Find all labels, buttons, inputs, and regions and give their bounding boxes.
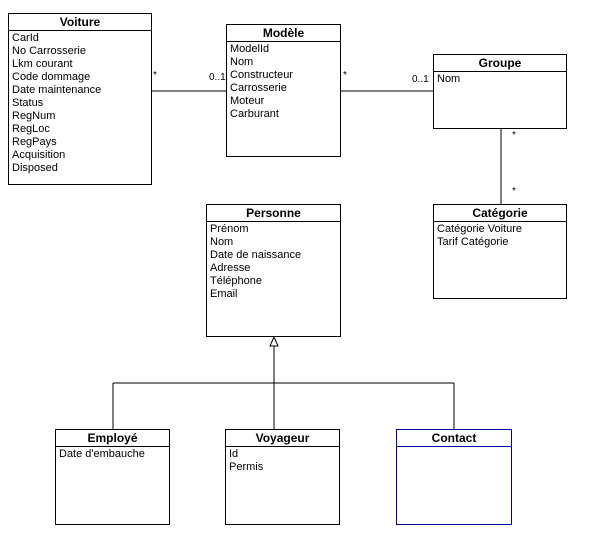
class-voiture-title: Voiture: [59, 15, 101, 29]
class-attribute: Date de naissance: [210, 249, 302, 261]
class-attribute: RegLoc: [12, 123, 50, 135]
class-employe-attributes: Date d'embauche: [56, 448, 169, 461]
class-attribute: RegPays: [12, 136, 57, 148]
class-groupe-attributes: Nom: [434, 73, 566, 86]
class-employe-title: Employé: [87, 431, 138, 445]
class-attribute: Permis: [229, 461, 264, 473]
class-categorie-separator: [434, 221, 566, 222]
class-attribute: Carburant: [230, 108, 279, 120]
class-groupe-separator: [434, 71, 566, 72]
generalization-arrowhead: [269, 335, 279, 347]
class-modele-title: Modèle: [262, 26, 305, 40]
class-attribute: Id: [229, 448, 239, 460]
multiplicity-groupe-categorie-bottom: *: [512, 186, 516, 197]
class-attribute: Catégorie Voiture: [437, 223, 522, 235]
multiplicity-modele-groupe-source: *: [343, 70, 347, 81]
class-employe[interactable]: Employé Date d'embauche: [55, 429, 170, 525]
class-attribute: Nom: [210, 236, 234, 248]
class-categorie-title: Catégorie: [472, 206, 528, 220]
class-attribute: Prénom: [210, 223, 249, 235]
class-attribute: RegNum: [12, 110, 56, 122]
class-attribute: Acquisition: [12, 149, 66, 161]
class-attribute: Email: [210, 288, 238, 300]
class-contact-separator: [397, 446, 511, 447]
class-attribute: Nom: [230, 56, 254, 68]
class-attribute: ModelId: [230, 43, 270, 55]
class-attribute: CarId: [12, 32, 39, 44]
class-voiture-separator: [9, 30, 151, 31]
multiplicity-voiture-end: *: [153, 70, 157, 81]
class-attribute: Code dommage: [12, 71, 91, 83]
class-attribute: Adresse: [210, 262, 251, 274]
multiplicity-groupe-end: 0..1: [412, 74, 429, 85]
class-attribute: Constructeur: [230, 69, 293, 81]
class-personne-title: Personne: [246, 206, 301, 220]
class-attribute: Status: [12, 97, 44, 109]
class-attribute: Date d'embauche: [59, 448, 145, 460]
class-attribute: Lkm courant: [12, 58, 73, 70]
class-modele-separator: [227, 41, 340, 42]
class-voyageur-title: Voyageur: [255, 431, 310, 445]
class-attribute: Nom: [437, 73, 461, 85]
class-attribute: Tarif Catégorie: [437, 236, 509, 248]
class-contact-title: Contact: [431, 431, 477, 445]
class-attribute: Disposed: [12, 162, 58, 174]
multiplicity-groupe-categorie-top: *: [512, 130, 516, 141]
multiplicity-modele-end: 0..1: [209, 72, 226, 83]
class-employe-separator: [56, 446, 169, 447]
class-attribute: Date maintenance: [12, 84, 102, 96]
class-contact[interactable]: Contact: [396, 429, 512, 525]
class-attribute: Carrosserie: [230, 82, 287, 94]
class-groupe[interactable]: Groupe Nom: [433, 54, 567, 129]
class-attribute: Moteur: [230, 95, 265, 107]
class-voyageur-separator: [226, 446, 339, 447]
class-groupe-title: Groupe: [478, 56, 522, 70]
class-attribute: No Carrosserie: [12, 45, 86, 57]
class-attribute: Téléphone: [210, 275, 262, 287]
class-personne-separator: [207, 221, 340, 222]
